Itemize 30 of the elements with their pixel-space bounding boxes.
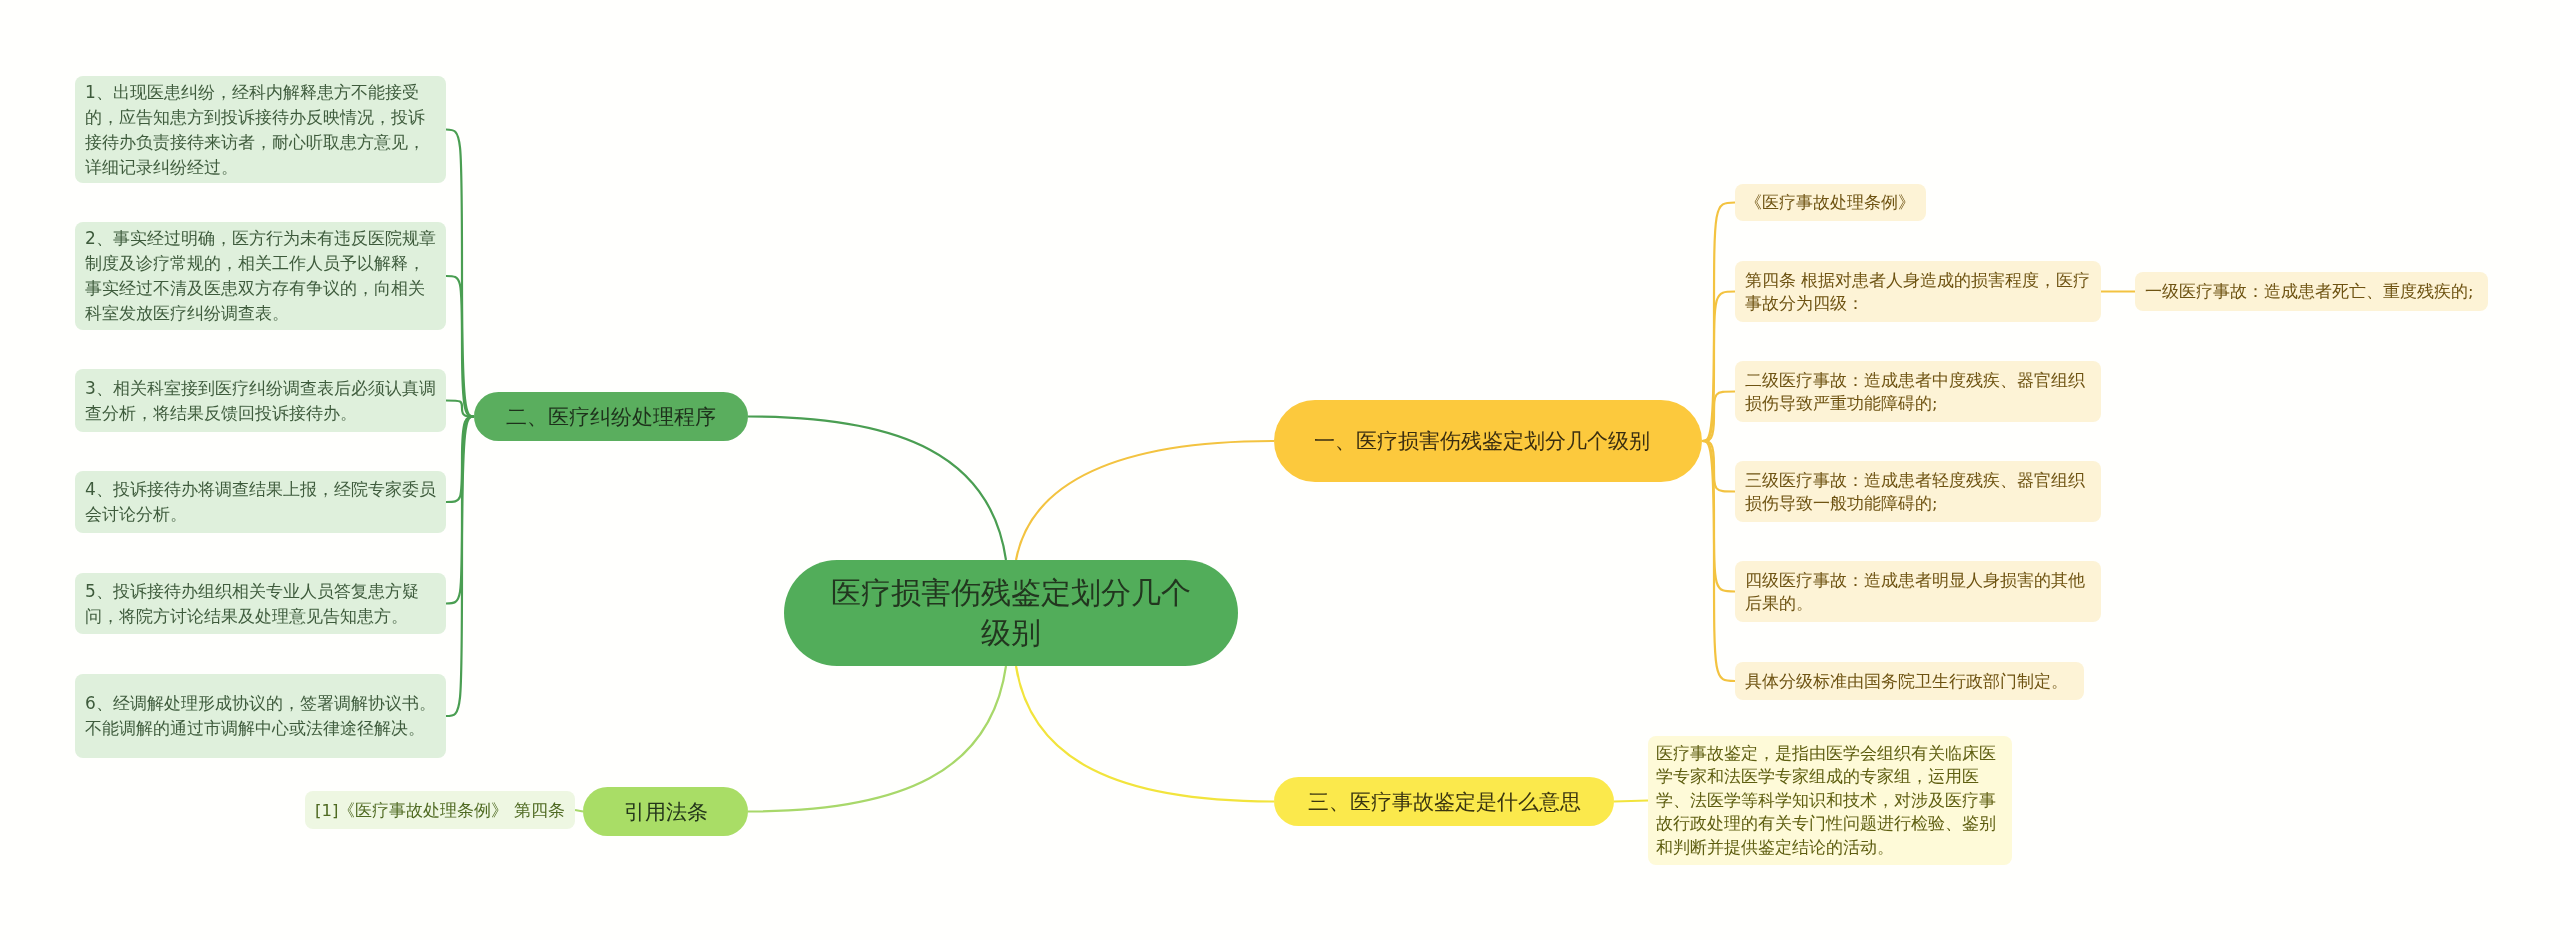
subtopic-box: 5、投诉接待办组织相关专业人员答复患方疑问，将院方讨论结果及处理意见告知患方。 [75,573,446,634]
subtopic-box: 6、经调解处理形成协议的，签署调解协议书。不能调解的通过市调解中心或法律途径解决。 [75,674,446,758]
connector-line [574,808,584,813]
branch-topic: 三、医疗事故鉴定是什么意思 [1274,777,1614,826]
subtopic-box: 医疗事故鉴定，是指由医学会组织有关临床医学专家和法医学专家组成的专家组，运用医学、法医学等科学知识和技术，对涉及医疗事故行政处理的有关专门性问题进行检验、鉴别和判断并提供鉴定结论的活动。 [1648,736,2012,865]
connector-line [1014,665,1275,803]
connector-line [2101,290,2135,293]
subtopic-box: 二级医疗事故：造成患者中度残疾、器官组织损伤导致严重功能障碍的; [1735,361,2101,422]
subtopic-box: 一级医疗事故：造成患者死亡、重度残疾的; [2135,272,2488,311]
subtopic-box: 第四条 根据对患者人身造成的损害程度，医疗事故分为四级： [1735,261,2101,322]
connector-line [747,665,1008,813]
subtopic-box: 《医疗事故处理条例》 [1735,184,1926,221]
branch-topic: 一、医疗损害伤残鉴定划分几个级别 [1274,400,1702,482]
subtopic-box: 具体分级标准由国务院卫生行政部门制定。 [1735,662,2084,700]
subtopic-box: 1、出现医患纠纷，经科内解释患方不能接受的，应告知患方到投诉接待办反映情况，投诉接待办负责接待来访者，耐心听取患方意见，详细记录纠纷经过。 [75,76,446,183]
connector-line [1613,799,1649,803]
connector-line [446,415,475,504]
subtopic-box: 2、事实经过明确，医方行为未有违反医院规章制度及诊疗常规的，相关工作人员予以解释，事实经过不清及医患双方存有争议的，向相关科室发放医疗纠纷调查表。 [75,222,446,330]
branch-topic: 引用法条 [583,787,748,836]
connector-line [445,415,475,718]
subtopic-box: 4、投诉接待办将调查结果上报，经院专家委员会讨论分析。 [75,471,446,533]
connector-line [747,415,1008,561]
subtopic-box: [1]《医疗事故处理条例》 第四条 [305,791,575,829]
subtopic-box: 四级医疗事故：造成患者明显人身损害的其他后果的。 [1735,561,2101,622]
subtopic-box: 三级医疗事故：造成患者轻度残疾、器官组织损伤导致一般功能障碍的; [1735,461,2101,522]
connector-line [1701,439,1735,683]
connector-line [1014,439,1275,561]
branch-topic: 二、医疗纠纷处理程序 [474,392,748,441]
central-topic: 医疗损害伤残鉴定划分几个级别 [784,560,1238,666]
subtopic-box: 3、相关科室接到医疗纠纷调查表后必须认真调查分析，将结果反馈回投诉接待办。 [75,369,446,432]
